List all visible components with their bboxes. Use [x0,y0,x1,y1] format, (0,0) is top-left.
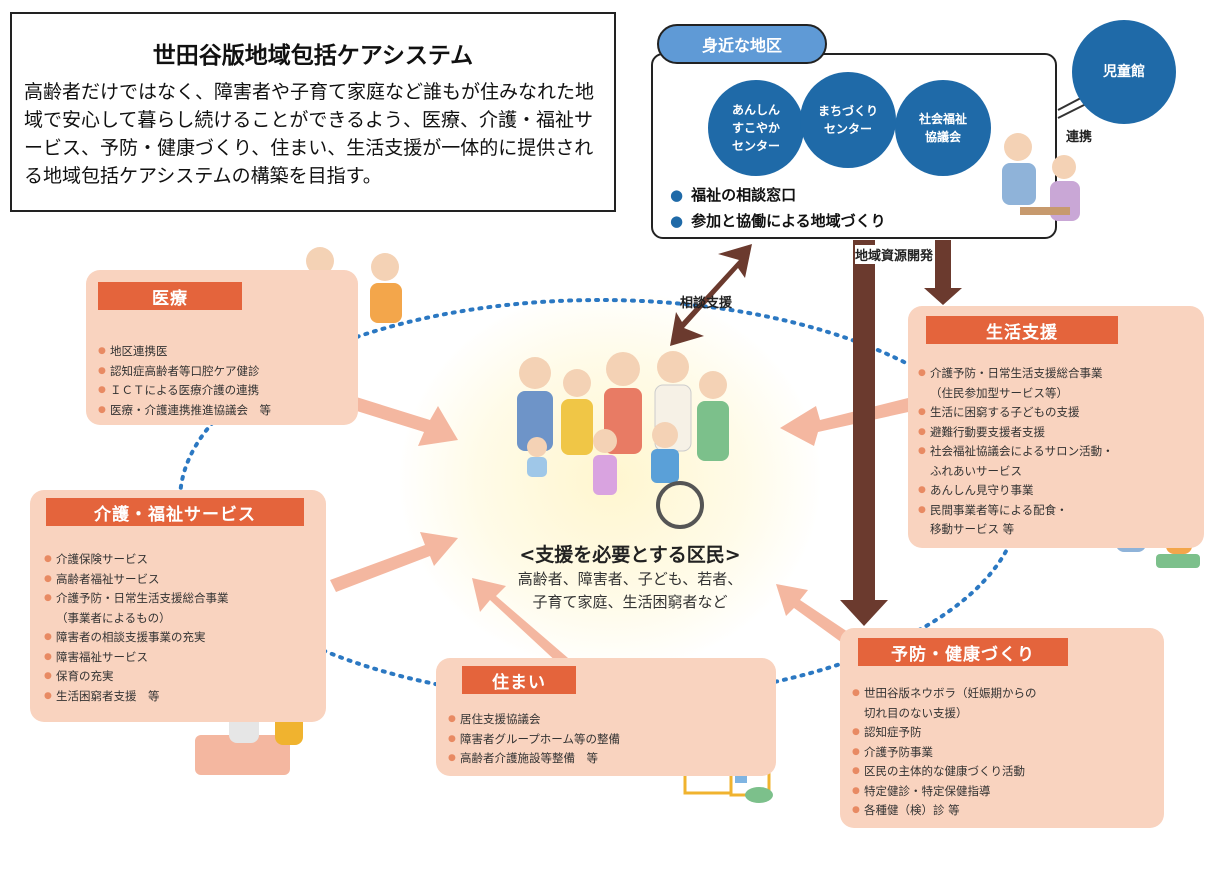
prevention-list: 世田谷版ネウボラ（妊娠期からの 切れ目のない支援） 認知症予防 介護予防事業 区… [852,684,1037,821]
life-item: あんしん見守り事業 [918,481,1114,501]
care-item: 障害者の相談支援事業の充実 [44,628,229,648]
care-item: 高齢者福祉サービス [44,570,229,590]
anshin-center-circle: あんしん すこやか センター [708,80,804,176]
housing-list: 居住支援協議会 障害者グループホーム等の整備 高齢者介護施設等整備 等 [448,710,620,769]
care-welfare-box: 介護・福祉サービス 介護保険サービス 高齢者福祉サービス 介護予防・日常生活支援… [30,490,326,722]
district-bullet-community: 参加と協働による地域づくり [670,210,886,231]
title-box: 世田谷版地域包括ケアシステム 高齢者だけではなく、障害者や子育て家庭など誰もが住… [10,12,616,212]
care-welfare-list: 介護保険サービス 高齢者福祉サービス 介護予防・日常生活支援総合事業 （事業者に… [44,550,229,706]
district-tag: 身近な地区 [657,24,827,64]
arrow-housing [472,578,568,665]
care-item: 保育の充実 [44,667,229,687]
arrow-resource-shaft [853,240,875,600]
renkei-label: 連携 [1066,130,1093,145]
medical-list: 地区連携医 認知症高齢者等口腔ケア健診 ＩＣＴによる医療介護の連携 医療・介護連… [98,342,271,420]
prevention-item: 世田谷版ネウボラ（妊娠期からの 切れ目のない支援） [852,684,1037,723]
housing-item: 居住支援協議会 [448,710,620,730]
medical-label: 医療 [98,282,242,310]
care-item: 障害福祉サービス [44,648,229,668]
prevention-item: 認知症予防 [852,723,1037,743]
housing-box: 住まい 居住支援協議会 障害者グループホーム等の整備 高齢者介護施設等整備 等 [436,658,776,776]
prevention-label: 予防・健康づくり [858,638,1068,666]
life-item: 避難行動要支援者支援 [918,423,1114,443]
medical-item: 地区連携医 [98,342,271,362]
life-item: 生活に困窮する子どもの支援 [918,403,1114,423]
medical-item: 医療・介護連携推進協議会 等 [98,401,271,421]
machizukuri-center-circle: まちづくり センター [800,72,896,168]
life-item: 社会福祉協議会によるサロン活動・ ふれあいサービス [918,442,1114,481]
arrow-life [780,395,922,446]
arrow-life-head [924,288,962,305]
resource-development-label: 地域資源開発 [855,245,934,264]
prevention-box: 予防・健康づくり 世田谷版ネウボラ（妊娠期からの 切れ目のない支援） 認知症予防… [840,628,1164,828]
arrow-medical [344,395,458,446]
life-item: 民間事業者等による配食・ 移動サービス 等 [918,501,1114,540]
life-support-list: 介護予防・日常生活支援総合事業 （住民参加型サービス等） 生活に困窮する子どもの… [918,364,1114,540]
prevention-item: 介護予防事業 [852,743,1037,763]
arrow-prevention [776,584,860,650]
page-title: 世田谷版地域包括ケアシステム [152,43,474,69]
consult-support-label: 相談支援 [680,296,733,311]
medical-item: 認知症高齢者等口腔ケア健診 [98,362,271,382]
housing-label: 住まい [462,666,576,694]
arrow-life-shaft [935,240,951,290]
social-welfare-council-circle: 社会福祉 協議会 [895,80,991,176]
care-item: 介護予防・日常生活支援総合事業 （事業者によるもの） [44,589,229,628]
jidokan-circle: 児童館 [1072,20,1176,124]
medical-item: ＩＣＴによる医療介護の連携 [98,381,271,401]
pink-arrows [330,395,922,665]
counselor-illustration [1002,133,1080,221]
care-item: 介護保険サービス [44,550,229,570]
life-item: 介護予防・日常生活支援総合事業 （住民参加型サービス等） [918,364,1114,403]
page-description: 高齢者だけではなく、障害者や子育て家庭など誰もが住みなれた地域で安心して暮らし続… [24,81,595,187]
housing-item: 障害者グループホーム等の整備 [448,730,620,750]
arrow-consult [670,244,752,346]
center-subtext: 高齢者、障害者、子ども、若者、 子育て家庭、生活困窮者など [517,570,743,611]
life-support-box: 生活支援 介護予防・日常生活支援総合事業 （住民参加型サービス等） 生活に困窮す… [908,306,1204,548]
residents-illustration [517,351,729,529]
brown-arrows [670,240,962,626]
prevention-item: 区民の主体的な健康づくり活動 [852,762,1037,782]
district-bullet-consult: 福祉の相談窓口 [670,184,796,205]
life-support-label: 生活支援 [926,316,1118,344]
arrow-resource-head [840,600,888,626]
housing-item: 高齢者介護施設等整備 等 [448,749,620,769]
center-heading: <支援を必要とする区民> [519,544,741,566]
care-welfare-label: 介護・福祉サービス [46,498,304,526]
prevention-item: 特定健診・特定保健指導 [852,782,1037,802]
prevention-item: 各種健（検）診 等 [852,801,1037,821]
medical-box: 医療 地区連携医 認知症高齢者等口腔ケア健診 ＩＣＴによる医療介護の連携 医療・… [86,270,358,425]
arrow-care [330,532,458,592]
care-item: 生活困窮者支援 等 [44,687,229,707]
